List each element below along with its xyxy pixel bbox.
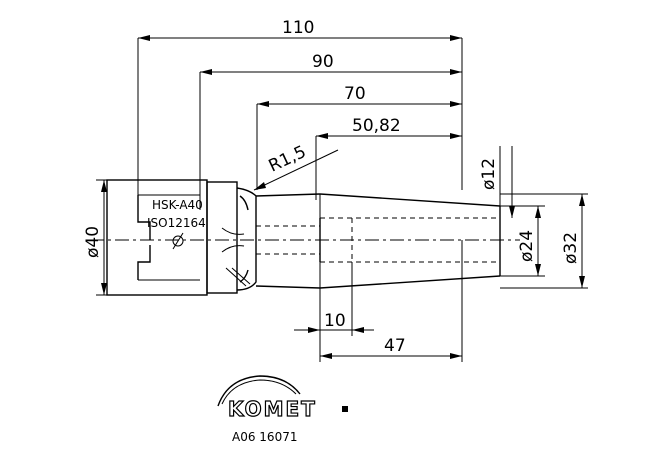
komet-logo-text: KOMET	[228, 397, 317, 421]
dimension-47-label: 47	[384, 336, 406, 356]
dimension-47: 47	[319, 240, 463, 362]
diameter-symbol-icon	[172, 232, 184, 250]
dimension-90-label: 90	[312, 52, 334, 72]
dimension-50-82: 50,82	[315, 116, 462, 200]
standard-label: ISO12164	[147, 216, 206, 230]
dia-40-label: ø40	[83, 226, 103, 258]
dimension-dia-24: ø24	[500, 205, 545, 277]
dimension-70-label: 70	[344, 84, 366, 104]
radius-callout: R1,5	[253, 142, 339, 191]
radius-label: R1,5	[266, 142, 310, 177]
dimension-10: 10	[294, 262, 374, 336]
dimension-10-label: 10	[324, 311, 346, 331]
dimension-dia-12: ø12	[479, 146, 515, 218]
dimension-70: 70	[256, 84, 462, 190]
dimension-dia-32: ø32	[500, 193, 588, 289]
drawing-number: A06 16071	[232, 430, 297, 444]
dimension-110-label: 110	[282, 18, 314, 38]
dia-24-label: ø24	[517, 230, 537, 262]
tool-body	[106, 179, 501, 296]
dimension-110: 110	[137, 18, 463, 212]
dimension-dia-40: ø40	[83, 179, 107, 296]
interface-label: HSK-A40	[152, 198, 203, 212]
dia-12-label: ø12	[479, 158, 499, 190]
dimension-50-82-label: 50,82	[352, 116, 401, 136]
dia-32-label: ø32	[561, 232, 581, 264]
dimension-90: 90	[199, 52, 462, 210]
komet-logo: KOMET	[217, 375, 348, 422]
